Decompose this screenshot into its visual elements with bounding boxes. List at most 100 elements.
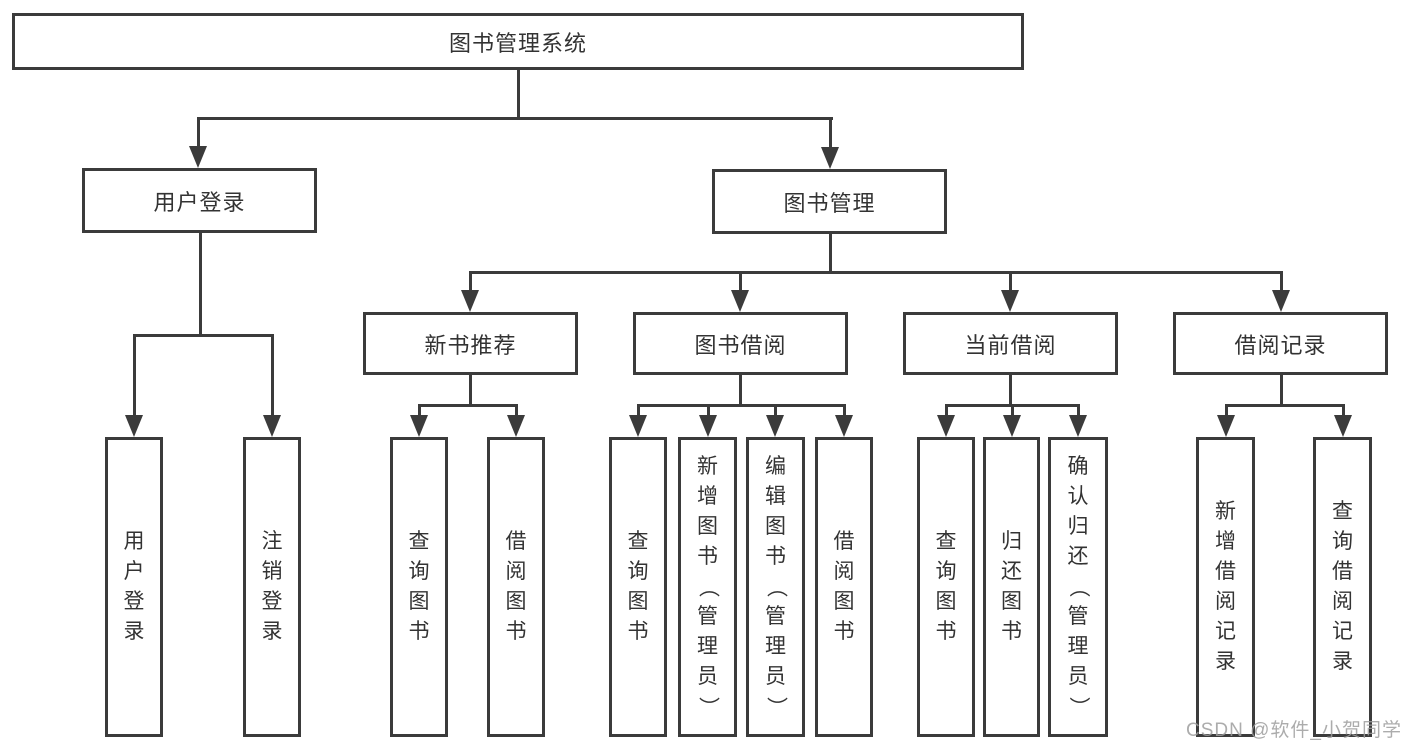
vertical-label-char: 书 xyxy=(697,545,718,568)
connector-line xyxy=(515,404,518,417)
leaf-return-books: 归还图书 xyxy=(983,437,1040,737)
leaf-add-books-admin: 新增图书（管理员） xyxy=(678,437,737,737)
vertical-label-char: 图 xyxy=(697,515,718,538)
connector-line xyxy=(133,334,274,337)
arrowhead-down-icon xyxy=(1217,415,1235,437)
connector-line xyxy=(1009,271,1012,292)
node-label: 图书管理 xyxy=(783,190,876,216)
vertical-label-char: （ xyxy=(1067,576,1090,598)
vertical-label-char: 记 xyxy=(1215,620,1236,643)
vertical-label-char: 登 xyxy=(261,590,283,613)
connector-line xyxy=(1280,271,1283,292)
vertical-label-char: 户 xyxy=(123,560,145,583)
vertical-label-char: ） xyxy=(764,696,788,718)
vertical-label-char: 员 xyxy=(697,665,718,688)
vertical-label-char: 还 xyxy=(1067,545,1089,568)
connector-line xyxy=(197,117,833,120)
vertical-label-char: 查 xyxy=(408,530,430,553)
connector-line xyxy=(271,334,274,416)
vertical-label-char: 增 xyxy=(1215,530,1236,553)
vertical-label-char: 图 xyxy=(505,590,527,613)
connector-line xyxy=(739,271,742,292)
vertical-label-char: 借 xyxy=(505,530,527,553)
arrowhead-down-icon xyxy=(125,415,143,437)
vertical-label-char: 阅 xyxy=(1332,590,1353,613)
leaf-borrow-books: 借阅图书 xyxy=(815,437,873,737)
vertical-label-char: 辑 xyxy=(765,485,786,508)
vertical-label-char: 书 xyxy=(1001,620,1022,643)
vertical-label-char: 用 xyxy=(123,530,145,553)
vertical-label-char: 归 xyxy=(1001,530,1022,553)
vertical-label-char: 借 xyxy=(1215,560,1236,583)
leaf-user-login: 用户登录 xyxy=(105,437,163,737)
connector-line xyxy=(469,375,472,406)
node-label: 当前借阅 xyxy=(964,332,1057,358)
arrowhead-down-icon xyxy=(410,415,428,437)
vertical-label-char: 图 xyxy=(833,590,855,613)
leaf-add-borrow-record: 新增借阅记录 xyxy=(1196,437,1255,737)
vertical-label-char: 图 xyxy=(627,590,649,613)
arrowhead-down-icon xyxy=(189,146,207,168)
connector-line xyxy=(829,234,832,274)
vertical-label-char: 登 xyxy=(123,590,145,613)
node-library-system: 图书管理系统 xyxy=(12,13,1024,70)
connector-line xyxy=(1009,375,1012,406)
vertical-label-char: 借 xyxy=(1332,560,1353,583)
connector-line xyxy=(469,271,1282,274)
arrowhead-down-icon xyxy=(699,415,717,437)
vertical-label-char: 询 xyxy=(935,560,957,583)
vertical-label-char: 书 xyxy=(408,620,430,643)
arrowhead-down-icon xyxy=(1069,415,1087,437)
vertical-label-char: 注 xyxy=(261,530,283,553)
vertical-label-char: 书 xyxy=(935,620,957,643)
connector-line xyxy=(1011,404,1014,417)
vertical-label-char: 阅 xyxy=(833,560,855,583)
arrowhead-down-icon xyxy=(1003,415,1021,437)
connector-line xyxy=(829,117,832,148)
node-label: 图书管理系统 xyxy=(448,30,587,56)
vertical-label-char: （ xyxy=(696,576,720,598)
vertical-label-char: 询 xyxy=(1332,530,1353,553)
vertical-label-char: 新 xyxy=(697,455,718,478)
leaf-confirm-return-admin: 确认归还（管理员） xyxy=(1048,437,1108,737)
vertical-label-char: 查 xyxy=(1332,500,1353,523)
connector-line xyxy=(637,404,640,417)
arrowhead-down-icon xyxy=(629,415,647,437)
connector-line xyxy=(418,404,421,417)
vertical-label-char: 书 xyxy=(833,620,855,643)
vertical-label-char: 图 xyxy=(765,515,786,538)
vertical-label-char: 理 xyxy=(765,635,786,658)
node-user-login: 用户登录 xyxy=(82,168,317,233)
vertical-label-char: 图 xyxy=(1001,590,1022,613)
arrowhead-down-icon xyxy=(1334,415,1352,437)
leaf-borrow-books: 借阅图书 xyxy=(487,437,545,737)
leaf-query-books: 查询图书 xyxy=(609,437,667,737)
node-borrowing-records: 借阅记录 xyxy=(1173,312,1388,375)
vertical-label-char: 认 xyxy=(1067,485,1089,508)
vertical-label-char: 阅 xyxy=(505,560,527,583)
node-label: 图书借阅 xyxy=(694,332,787,358)
node-current-borrowing: 当前借阅 xyxy=(903,312,1118,375)
connector-line xyxy=(843,404,846,417)
arrowhead-down-icon xyxy=(835,415,853,437)
vertical-label-char: 记 xyxy=(1332,620,1353,643)
arrowhead-down-icon xyxy=(1001,290,1019,312)
connector-line xyxy=(469,271,472,292)
vertical-label-char: 销 xyxy=(261,560,283,583)
connector-line xyxy=(637,404,846,407)
node-book-borrowing: 图书借阅 xyxy=(633,312,848,375)
arrowhead-down-icon xyxy=(263,415,281,437)
arrowhead-down-icon xyxy=(766,415,784,437)
vertical-label-char: 还 xyxy=(1001,560,1022,583)
vertical-label-char: 理 xyxy=(697,635,718,658)
connector-line xyxy=(1280,375,1283,406)
vertical-label-char: ） xyxy=(1067,696,1090,718)
node-label: 用户登录 xyxy=(153,189,246,215)
vertical-label-char: 查 xyxy=(627,530,649,553)
vertical-label-char: 理 xyxy=(1067,635,1089,658)
vertical-label-char: 图 xyxy=(935,590,957,613)
vertical-label-char: 录 xyxy=(1215,650,1236,673)
connector-line xyxy=(197,117,200,147)
connector-line xyxy=(133,334,136,416)
